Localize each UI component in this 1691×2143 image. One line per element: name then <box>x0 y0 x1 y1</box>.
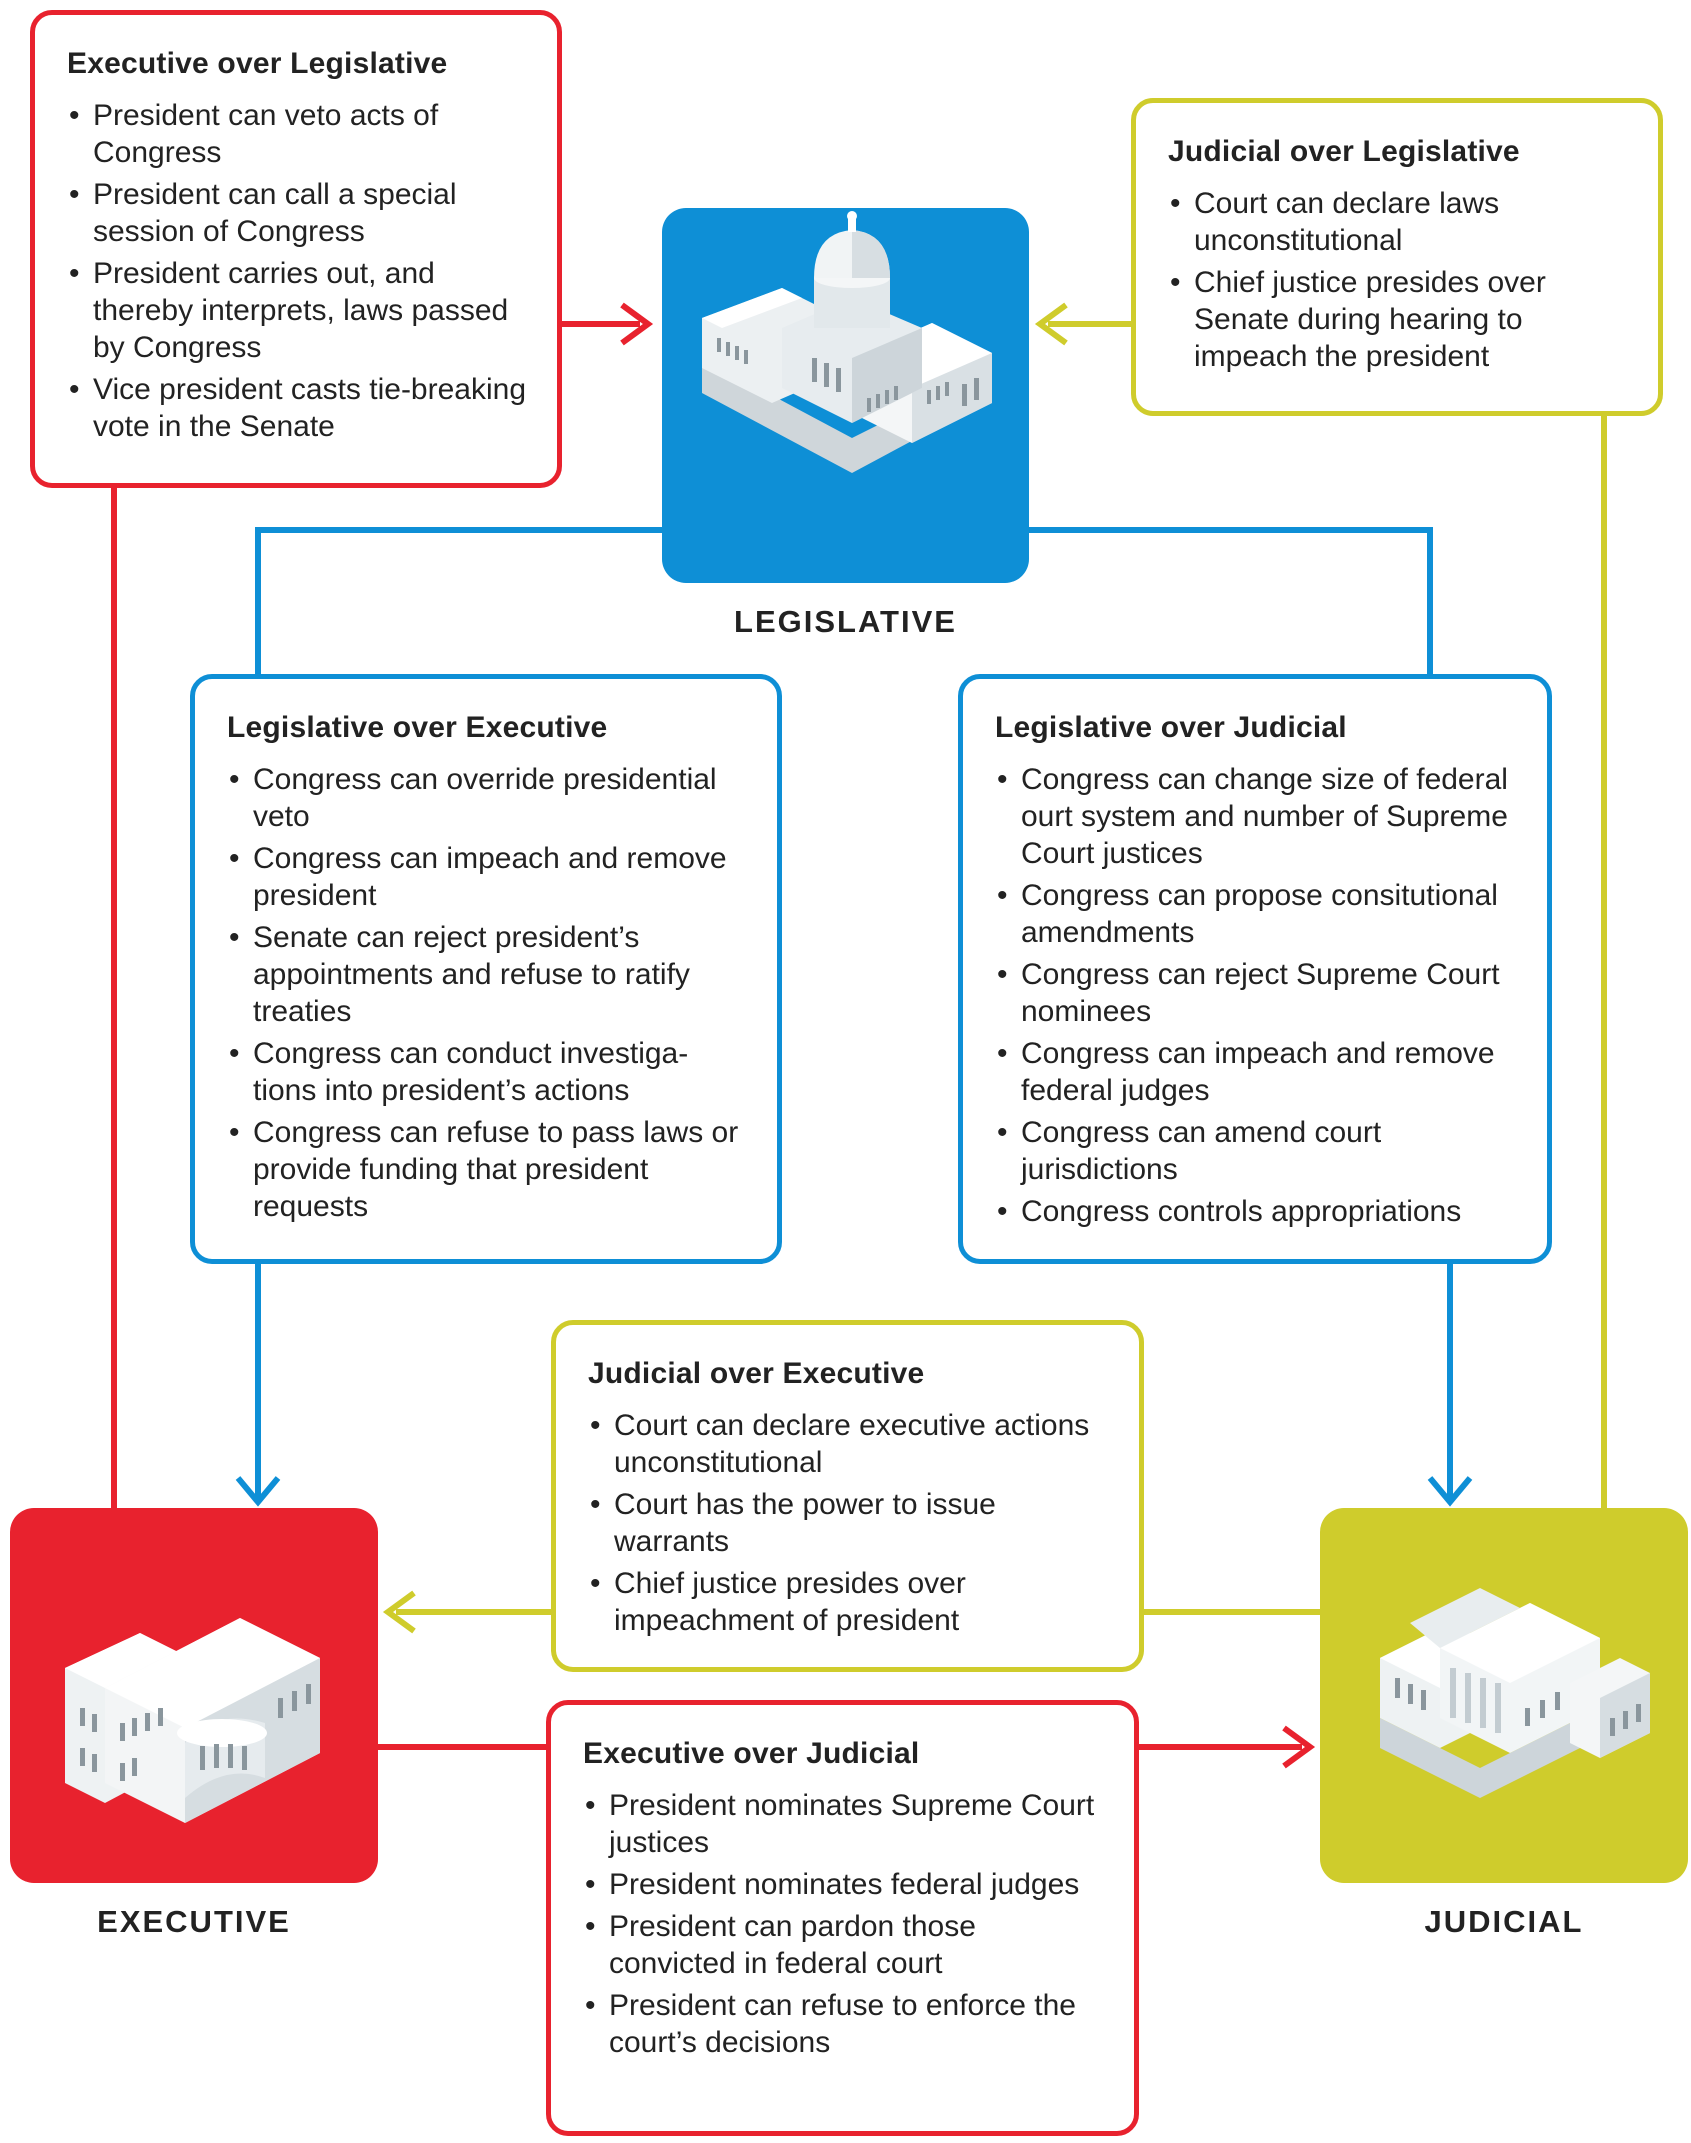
legislative-tile <box>662 208 1029 583</box>
white-house-icon <box>65 1618 320 1823</box>
list-item: Congress can conduct investiga-tions int… <box>227 1035 747 1109</box>
list-item: President can veto acts of Congress <box>67 97 527 171</box>
arrowhead-jud-to-exec <box>382 1590 416 1634</box>
arrowhead-exec-to-leg <box>620 302 654 346</box>
list-item: Congress can amend court jurisdictions <box>995 1114 1517 1188</box>
jud-over-exec-box: Judicial over Executive Court can declar… <box>551 1320 1144 1672</box>
list-item: Court can declare executive actions unco… <box>588 1407 1109 1481</box>
leg-over-exec-title: Legislative over Executive <box>227 711 608 744</box>
leg-over-jud-title: Legislative over Judicial <box>995 711 1347 744</box>
leg-over-exec-box: Legislative over Executive Congress can … <box>190 674 782 1264</box>
exec-over-leg-box: Executive over Legislative President can… <box>30 10 562 488</box>
exec-over-jud-box: Executive over Judicial President nomina… <box>546 1700 1139 2136</box>
capitol-building-icon <box>702 211 992 473</box>
list-item: President can pardon those convicted in … <box>583 1908 1104 1982</box>
arrowhead-leg-to-exec <box>235 1476 281 1507</box>
leg-over-jud-list: Congress can change size of federal ourt… <box>995 761 1517 1230</box>
supreme-court-icon <box>1380 1588 1650 1798</box>
list-item: Vice president casts tie-breaking vote i… <box>67 371 527 445</box>
arrowhead-jud-to-leg <box>1034 302 1068 346</box>
judicial-tile <box>1320 1508 1688 1883</box>
list-item: Congress can impeach and remove presiden… <box>227 840 747 914</box>
list-item: Senate can reject president’s appointmen… <box>227 919 747 1030</box>
executive-tile <box>10 1508 378 1883</box>
list-item: President nominates Supreme Court justic… <box>583 1787 1104 1861</box>
arrowhead-leg-to-jud <box>1427 1476 1473 1507</box>
list-item: Chief justice presides over impeachment … <box>588 1565 1109 1639</box>
leg-over-jud-box: Legislative over Judicial Congress can c… <box>958 674 1552 1264</box>
list-item: President can call a special session of … <box>67 176 527 250</box>
list-item: Congress controls appropriations <box>995 1193 1517 1230</box>
list-item: President carries out, and thereby inter… <box>67 255 527 366</box>
list-item: Congress can refuse to pass laws or prov… <box>227 1114 747 1225</box>
list-item: Congress can change size of federal ourt… <box>995 761 1517 872</box>
list-item: Congress can propose consitutional amend… <box>995 877 1517 951</box>
arrowhead-exec-to-jud <box>1282 1725 1316 1769</box>
list-item: President can refuse to enforce the cour… <box>583 1987 1104 2061</box>
executive-label: EXECUTIVE <box>97 1904 291 1939</box>
leg-over-exec-list: Congress can override presidential veto … <box>227 761 747 1225</box>
legislative-label: LEGISLATIVE <box>734 604 957 639</box>
list-item: Court has the power to issue warrants <box>588 1486 1109 1560</box>
list-item: Court can declare laws unconstitutional <box>1168 185 1628 259</box>
list-item: Chief justice presides over Senate durin… <box>1168 264 1628 375</box>
list-item: Congress can reject Supreme Court nomine… <box>995 956 1517 1030</box>
jud-over-leg-list: Court can declare laws unconstitutional … <box>1168 185 1628 375</box>
judicial-label: JUDICIAL <box>1424 1904 1584 1939</box>
jud-over-leg-title: Judicial over Legislative <box>1168 135 1520 168</box>
exec-over-jud-title: Executive over Judicial <box>583 1737 920 1770</box>
exec-over-jud-list: President nominates Supreme Court justic… <box>583 1787 1104 2061</box>
exec-over-leg-title: Executive over Legislative <box>67 47 448 80</box>
jud-over-leg-box: Judicial over Legislative Court can decl… <box>1131 98 1663 416</box>
exec-over-leg-list: President can veto acts of Congress Pres… <box>67 97 527 445</box>
jud-over-exec-list: Court can declare executive actions unco… <box>588 1407 1109 1639</box>
list-item: Congress can impeach and remove federal … <box>995 1035 1517 1109</box>
list-item: President nominates federal judges <box>583 1866 1104 1903</box>
list-item: Congress can override presidential veto <box>227 761 747 835</box>
jud-over-exec-title: Judicial over Executive <box>588 1357 925 1390</box>
